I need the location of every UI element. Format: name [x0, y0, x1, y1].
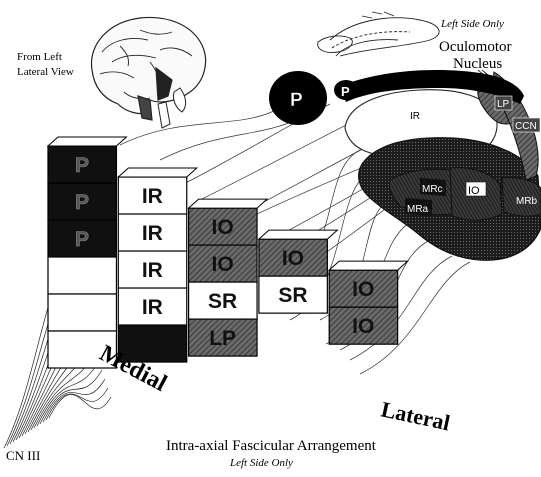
caption-sub: Left Side Only — [229, 457, 293, 469]
fascicle-cell: P — [47, 219, 118, 258]
nucleus-labels: P P IR LP CCN MRc MRa IO MRb — [290, 84, 541, 215]
fascicle-cell: IR — [117, 250, 188, 289]
mrc-label: MRc — [422, 184, 443, 195]
fascicle-cell-label: IR — [142, 259, 163, 282]
fascicle-cell-face — [47, 330, 118, 369]
fascicle-cell: P — [46, 136, 128, 184]
fascicle-cell-top — [116, 167, 199, 178]
cn-fiber — [39, 369, 103, 425]
fascicle-cell — [47, 330, 118, 369]
fascicle-cell-face — [328, 306, 399, 345]
fascicle-cell-face — [188, 318, 258, 357]
fascicle-fiber — [349, 255, 453, 361]
fascicle-cell-label: IO — [352, 315, 374, 338]
ir-label: IR — [410, 111, 420, 122]
fascicle-cell: IR — [117, 287, 188, 326]
fascicle-cell: IO — [327, 260, 409, 308]
nucleus-line1: Oculomotor — [439, 39, 512, 55]
fascicle-fiber — [159, 117, 301, 161]
fascicle-cell: IO — [188, 244, 258, 283]
fascicle-cell: IO — [187, 198, 269, 246]
fascicle-cell — [117, 324, 188, 363]
lp-label-box — [494, 95, 513, 111]
fascicle-cell-label: LP — [209, 327, 236, 350]
mra-label: MRa — [407, 204, 429, 215]
fascicle-cell-label: IO — [352, 278, 374, 301]
fascicle-cell: IR — [117, 213, 188, 252]
midbrain-outline — [317, 11, 440, 57]
fascicle-cell-top — [187, 198, 269, 209]
p-large-label: P — [290, 90, 303, 111]
perlia-nucleus — [269, 70, 524, 125]
fascicle-cell-label: IO — [282, 247, 304, 270]
fascicle-cell: IO — [328, 306, 399, 345]
cn-fiber — [48, 394, 112, 419]
fascicle-cell: IR — [116, 167, 199, 215]
cn-fiber — [42, 378, 106, 423]
fascicle-cell-face — [258, 275, 328, 314]
lateral-label: Lateral — [379, 396, 452, 435]
fascicle-cell-face — [117, 324, 188, 363]
fascicle-cell-face — [258, 238, 328, 277]
fascicle-cell-label: P — [75, 228, 89, 251]
lp-label: LP — [497, 99, 510, 110]
fascicle-cell-face — [47, 145, 118, 184]
fascicle-cell-face — [188, 281, 258, 320]
mrb-label: MRb — [516, 196, 538, 207]
fascicle-cell-label: IR — [142, 185, 163, 208]
fascicle-cell-top — [327, 260, 409, 271]
fascicle-fiber — [199, 117, 361, 201]
fascicle-cell-top — [46, 136, 128, 147]
fascicle-fiber — [359, 261, 471, 375]
fascicle-cell-label: P — [75, 191, 89, 214]
fascicle-cell-label: P — [75, 154, 89, 177]
fascicle-cell-face — [117, 213, 188, 252]
fascicle-cell-face — [47, 256, 118, 295]
fascicle-cell: IO — [257, 229, 339, 277]
fascicle-cell-face — [47, 293, 118, 332]
brain-sketch — [90, 16, 207, 129]
fascicle-cell-label: IO — [212, 216, 234, 239]
io-label-box — [465, 181, 487, 197]
fascicle-cell-face — [117, 287, 188, 326]
from-view-line1: From Left — [17, 51, 62, 63]
fascicle-cell-label: IR — [142, 296, 163, 319]
fascicle-cell-label: IO — [212, 253, 234, 276]
fascicle-cell: SR — [258, 275, 328, 314]
from-view-line2: Lateral View — [17, 66, 74, 78]
left-side-only-top: Left Side Only — [440, 18, 504, 30]
fascicle-cell-label: IR — [142, 222, 163, 245]
ccn-label-box — [512, 117, 541, 133]
fascicle-fiber — [119, 109, 277, 146]
fascicle-cell-face — [117, 176, 188, 215]
fascicle-cell: SR — [188, 281, 258, 320]
fascicle-cell: P — [47, 182, 118, 221]
ccn-label: CCN — [515, 121, 537, 132]
fascicle-cell-face — [47, 182, 118, 221]
fascicle-cell-top — [257, 229, 339, 240]
io-label: IO — [468, 185, 480, 197]
fascicle-cell — [47, 293, 118, 332]
cn-iii-label: CN III — [6, 448, 40, 463]
cn-fiber — [36, 360, 100, 427]
cn-fiber — [45, 387, 109, 421]
fascicle-cell-face — [117, 250, 188, 289]
fascicle-cell: LP — [188, 318, 258, 357]
fascicle-cell-label: SR — [278, 284, 307, 307]
caption: Intra-axial Fascicular Arrangement — [166, 438, 377, 454]
nucleus-line2: Nucleus — [453, 56, 502, 72]
p-small-label: P — [341, 84, 350, 99]
fascicle-cell-label: SR — [208, 290, 237, 313]
fascicle-cell — [47, 256, 118, 295]
